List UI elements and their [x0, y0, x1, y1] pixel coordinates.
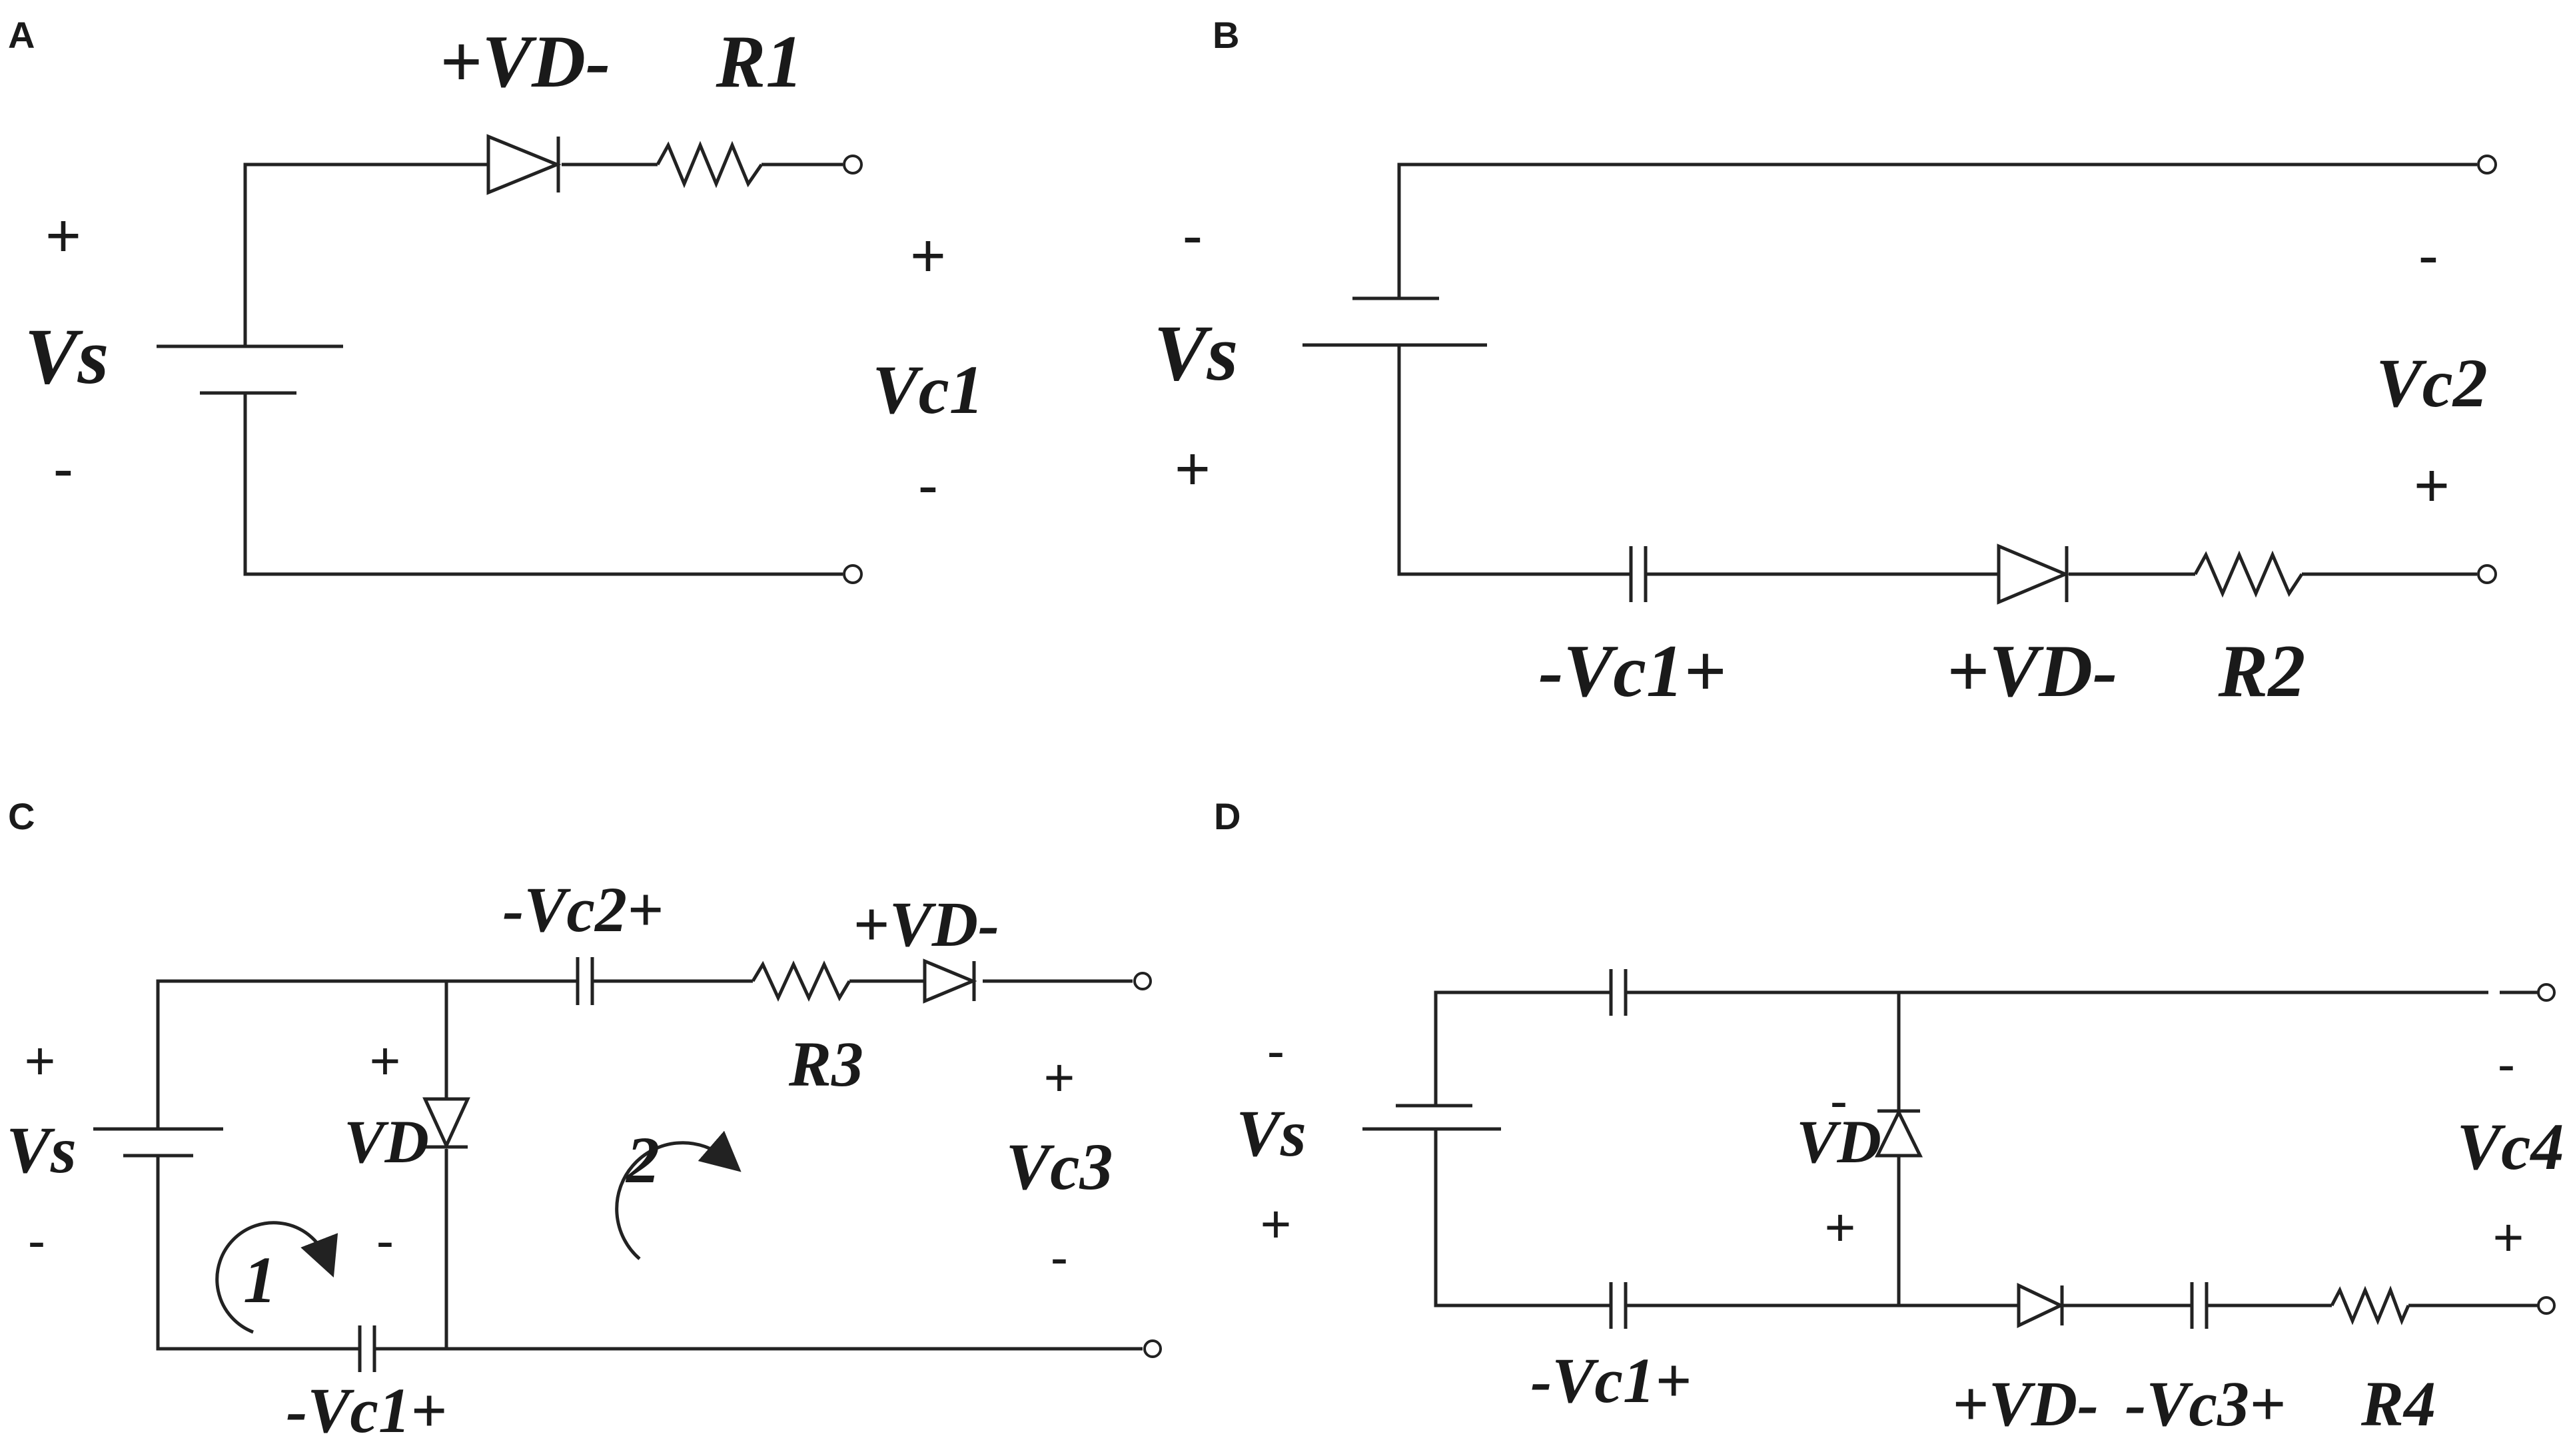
capacitor-c-bottom-label: -Vc1+ — [286, 1375, 446, 1446]
capacitor-c-top — [576, 957, 594, 1005]
wire-c-left-bottom — [156, 1156, 360, 1351]
resistor-c — [751, 960, 851, 1002]
capacitor-b-label: -Vc1+ — [1538, 630, 1726, 713]
panel-letter-b: B — [1213, 14, 1239, 56]
vout-d-plus: + — [2493, 1208, 2524, 1267]
vd-d-label: VD — [1796, 1108, 1881, 1176]
battery-d — [1362, 1104, 1501, 1131]
capacitor-d-bottom-left — [1609, 1282, 1628, 1329]
vd-c-minus: - — [376, 1211, 394, 1270]
resistor-d — [2330, 1285, 2410, 1325]
vs-d-minus: - — [1267, 1021, 1285, 1080]
battery-c — [93, 1127, 223, 1158]
wire-c-top-left — [156, 979, 578, 1129]
battery-b — [1302, 296, 1487, 347]
terminal-a-top — [843, 155, 863, 175]
terminal-a-bottom — [843, 564, 863, 584]
vout-b-plus: + — [2414, 452, 2450, 520]
vs-d-label: Vs — [1236, 1096, 1306, 1170]
wire-d-left-bottom — [1434, 1129, 1611, 1307]
terminal-b-bottom — [2477, 564, 2497, 584]
vd-d-plus: + — [1825, 1198, 1856, 1257]
capacitor-c-top-label: -Vc2+ — [502, 874, 663, 945]
panel-b: B - Vs + - Vc2 + — [1154, 14, 2497, 713]
vout-d-minus: - — [2498, 1034, 2516, 1094]
terminal-d-top — [2537, 983, 2556, 1002]
loop-2-arrow-icon — [615, 1130, 742, 1260]
vout-c-minus: - — [1051, 1228, 1069, 1287]
vs-b-label: Vs — [1154, 308, 1239, 397]
panel-letter-a: A — [8, 14, 35, 56]
vout-a-minus: - — [918, 452, 939, 520]
resistor-b-label: R2 — [2218, 630, 2306, 713]
battery-a — [157, 313, 343, 395]
resistor-d-label: R4 — [2360, 1368, 2436, 1439]
capacitor-d-bottom-left-label: -Vc1+ — [1530, 1345, 1691, 1416]
diode-b-label: +VD- — [1947, 630, 2118, 713]
wire-a-left-top — [243, 163, 488, 313]
vout-c-label: Vc3 — [1005, 1130, 1113, 1204]
resistor-b — [2193, 550, 2304, 598]
terminal-c-top — [1133, 972, 1152, 990]
panel-c: C — [6, 795, 1162, 1446]
vs-b-plus: + — [1175, 435, 1211, 503]
terminal-d-bottom — [2537, 1296, 2556, 1315]
diode-d-bottom-label: +VD- — [1952, 1368, 2099, 1439]
vs-c-label: Vs — [6, 1113, 77, 1187]
diode-c-shunt — [422, 1097, 470, 1150]
diode-a — [486, 134, 562, 195]
wire-b-left-bottom — [1397, 345, 1631, 576]
diode-a-label: +VD- — [440, 21, 611, 103]
vd-d-minus: - — [1830, 1071, 1848, 1130]
diode-d-shunt — [1874, 1108, 1923, 1158]
vs-a-minus: - — [53, 435, 74, 503]
diode-b — [1997, 544, 2070, 605]
diode-c-top-label: +VD- — [853, 889, 999, 960]
vout-b-label: Vc2 — [2376, 345, 2488, 422]
vs-d-plus: + — [1261, 1194, 1292, 1254]
wire-a-bottom — [243, 393, 843, 576]
vs-a-plus: + — [45, 202, 81, 270]
capacitor-b — [1629, 546, 1648, 602]
capacitor-d-bottom-right-label: -Vc3+ — [2125, 1368, 2285, 1439]
resistor-a-label: R1 — [716, 21, 803, 103]
diode-d-bottom — [2017, 1283, 2065, 1328]
diode-c-top — [923, 958, 977, 1004]
vd-c-plus: + — [370, 1031, 401, 1090]
vs-c-plus: + — [25, 1031, 56, 1090]
panel-d: D — [1214, 795, 2564, 1439]
vout-b-minus: - — [2418, 222, 2439, 290]
vs-c-minus: - — [28, 1211, 46, 1270]
vs-b-minus: - — [1183, 202, 1203, 270]
loop-1-arrow-icon — [215, 1221, 338, 1334]
loop-1-label: 1 — [243, 1243, 276, 1317]
vd-c-label: VD — [344, 1108, 429, 1176]
vout-c-plus: + — [1044, 1048, 1075, 1107]
vout-d-label: Vc4 — [2456, 1110, 2564, 1184]
panel-letter-c: C — [8, 795, 35, 837]
vs-a-label: Vs — [25, 312, 109, 400]
vout-a-label: Vc1 — [872, 352, 984, 428]
panel-a: A + Vs - + Vc1 - +VD- R1 — [8, 14, 984, 584]
capacitor-d-top — [1609, 969, 1628, 1016]
terminal-c-bottom — [1143, 1339, 1162, 1358]
vout-a-plus: + — [910, 222, 946, 290]
panel-letter-d: D — [1214, 795, 1241, 837]
resistor-c-label: R3 — [788, 1028, 863, 1100]
loop-2-label: 2 — [625, 1123, 660, 1197]
terminal-b-top — [2477, 155, 2497, 175]
resistor-a — [656, 141, 764, 188]
capacitor-c-bottom — [358, 1325, 376, 1372]
wire-b-top — [1397, 163, 2477, 298]
capacitor-d-bottom-right — [2190, 1282, 2209, 1329]
wire-d-top-left — [1434, 990, 1611, 1106]
